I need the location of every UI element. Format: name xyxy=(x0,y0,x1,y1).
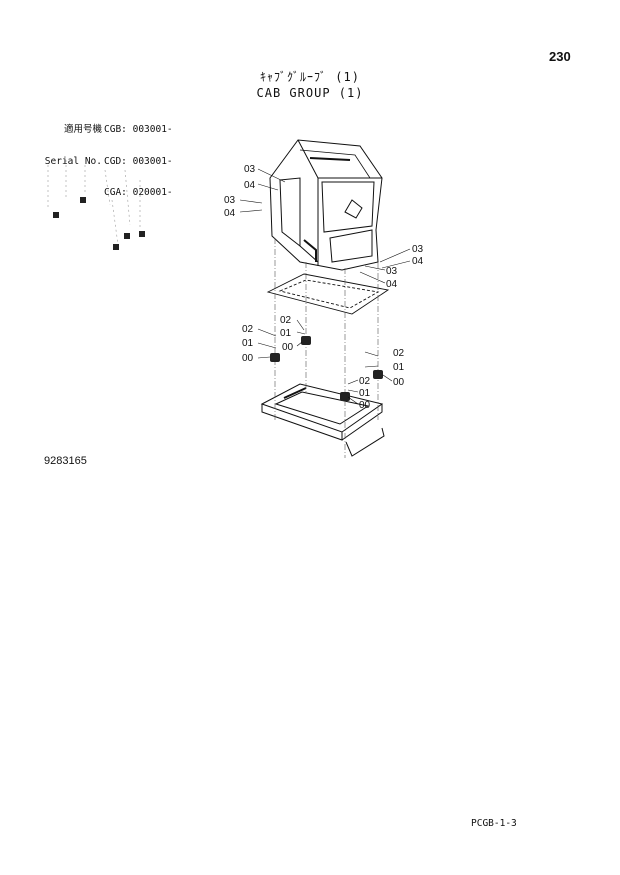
callout-number: 03 xyxy=(412,244,424,255)
callout-number: 02 xyxy=(393,348,405,359)
part-callouts: 03 04 03 04 03 04 03 04 02 01 00 02 01 0… xyxy=(224,164,424,411)
page-title-japanese: ｷｬﾌﾞｸﾞﾙｰﾌﾞ (1) xyxy=(260,70,360,84)
callout-number: 01 xyxy=(393,362,405,373)
alignment-lines xyxy=(274,238,379,458)
serial-label-japanese: 適用号機 xyxy=(63,124,102,135)
callout-number: 00 xyxy=(282,342,294,353)
callout-number: 01 xyxy=(280,328,292,339)
callout-number: 02 xyxy=(242,324,254,335)
callout-number: 04 xyxy=(224,208,236,219)
cab-mount xyxy=(270,336,383,401)
leader-lines xyxy=(239,168,411,405)
cab-assembly xyxy=(269,139,383,271)
serial-number: CGA: 020001- xyxy=(104,187,173,198)
callout-number: 02 xyxy=(280,315,292,326)
callout-number: 03 xyxy=(386,266,398,277)
callout-number: 03 xyxy=(224,195,236,206)
faint-sketch xyxy=(47,160,141,246)
callout-number: 00 xyxy=(393,377,405,388)
base-frame xyxy=(260,383,385,457)
callout-number: 03 xyxy=(244,164,256,175)
callout-number: 04 xyxy=(412,256,424,267)
callout-number: 04 xyxy=(244,180,256,191)
callout-number: 04 xyxy=(386,279,398,290)
callout-number: 01 xyxy=(359,388,371,399)
callout-number: 00 xyxy=(242,353,254,364)
mount-icon xyxy=(53,197,145,250)
page-code: PCGB-1-3 xyxy=(471,818,517,829)
serial-label: Serial No. xyxy=(44,155,102,167)
drawing-number: 9283165 xyxy=(44,455,87,467)
serial-number: CGB: 003001- xyxy=(104,124,173,135)
serial-number: CGD: 003001- xyxy=(104,155,173,167)
callout-number: 01 xyxy=(242,338,254,349)
page-number: 230 xyxy=(549,49,571,64)
page-title: CAB GROUP (1) xyxy=(256,86,364,100)
floor-plate xyxy=(266,273,390,315)
callout-number: 02 xyxy=(359,376,371,387)
callout-number: 00 xyxy=(359,400,371,411)
